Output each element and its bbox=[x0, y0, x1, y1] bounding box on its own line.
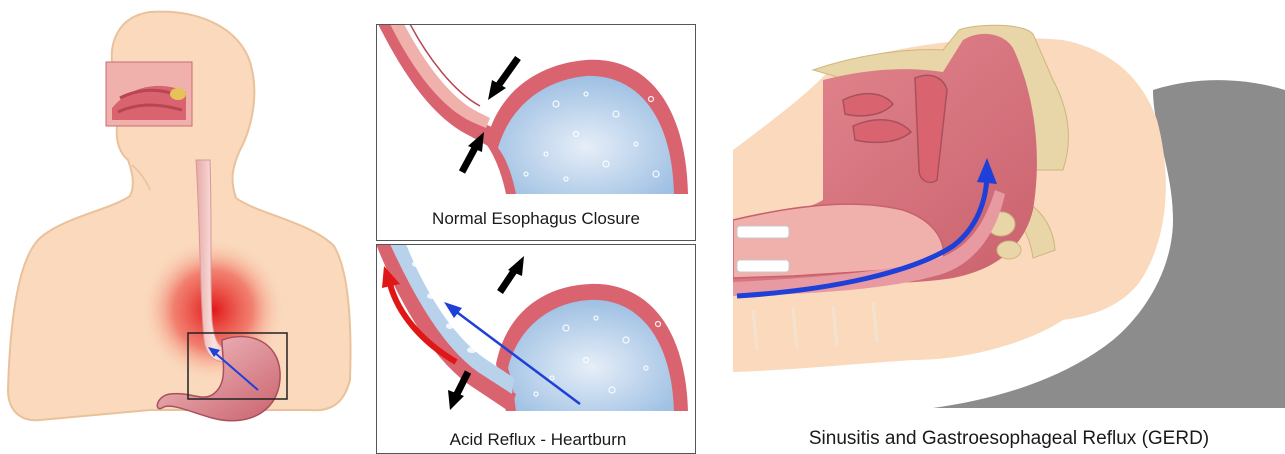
nasal-cavity bbox=[106, 62, 192, 126]
normal-closure-caption: Normal Esophagus Closure bbox=[432, 209, 640, 228]
gerd-caption: Sinusitis and Gastroesophageal Reflux (G… bbox=[809, 428, 1209, 449]
acid-reflux-svg: Acid Reflux - Heartburn bbox=[376, 244, 696, 454]
gerd-head-svg: Sinusitis and Gastroesophageal Reflux (G… bbox=[733, 20, 1285, 454]
torso-svg bbox=[0, 0, 360, 454]
torso-illustration bbox=[0, 0, 360, 454]
gerd-head-illustration: Sinusitis and Gastroesophageal Reflux (G… bbox=[733, 20, 1285, 454]
acid-reflux-caption: Acid Reflux - Heartburn bbox=[450, 430, 627, 449]
acid-reflux-panel: Acid Reflux - Heartburn bbox=[376, 244, 696, 454]
normal-closure-svg: Normal Esophagus Closure bbox=[376, 24, 696, 241]
normal-closure-panel: Normal Esophagus Closure bbox=[376, 24, 696, 241]
